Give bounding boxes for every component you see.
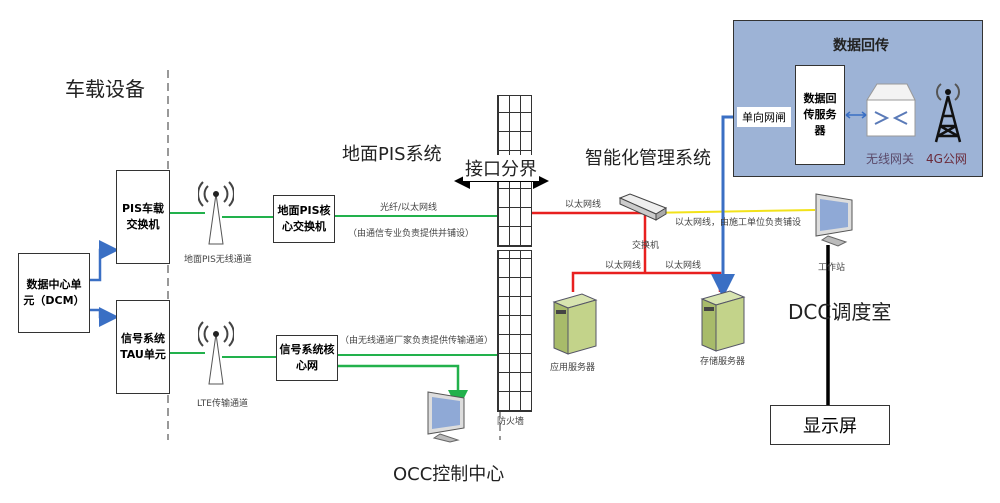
eth-label: 以太网线 xyxy=(605,261,642,271)
green-to-occ-arrow xyxy=(336,364,468,410)
interface-arrow xyxy=(454,173,549,189)
monitor-icon xyxy=(427,391,465,443)
eth-yellow-label: 以太网线，由施工单位负责铺设 xyxy=(675,218,802,228)
app-server-label: 应用服务器 xyxy=(550,363,596,373)
dcc-label: DCC调度室 xyxy=(788,300,892,324)
fiber-note: （由通信专业负责提供并铺设） xyxy=(348,229,475,239)
workstation-label: 工作站 xyxy=(818,263,846,273)
switch-label: 交换机 xyxy=(632,241,660,251)
lte-label: LTE传输通道 xyxy=(197,399,248,409)
backhaul-panel xyxy=(733,20,983,177)
intelligent-mgmt-label: 智能化管理系统 xyxy=(585,148,711,169)
yellow-link xyxy=(644,209,816,214)
antenna-icon xyxy=(198,321,234,385)
interface-label: 接口分界 xyxy=(463,155,539,181)
dcm-to-pis-arrow xyxy=(90,240,119,282)
occ-label: OCC控制中心 xyxy=(393,464,505,485)
tower-icon xyxy=(934,83,962,143)
public-4g-label: 4G公网 xyxy=(926,152,967,166)
gateway-label: 无线网关 xyxy=(866,152,915,166)
ground-pis-label: 地面PIS系统 xyxy=(342,144,442,165)
backhaul-title: 数据回传 xyxy=(833,38,889,54)
dcm-to-tau-arrow xyxy=(90,307,119,327)
storage-server-label: 存储服务器 xyxy=(700,357,746,367)
server-icon xyxy=(700,290,746,352)
eth-label: 以太网线 xyxy=(665,261,702,271)
eth-label: 以太网线 xyxy=(565,200,602,210)
vehicle-equipment-label: 车载设备 xyxy=(65,77,145,101)
pis-wireless-label: 地面PIS无线通道 xyxy=(184,255,252,265)
display-screen: 显示屏 xyxy=(770,405,890,445)
fiber-label: 光纤/以太网线 xyxy=(380,203,438,213)
pis-core-switch: 地面PIS核心交换机 xyxy=(273,195,335,243)
firewall-icon xyxy=(497,250,532,412)
server-icon xyxy=(552,293,598,355)
workstation-icon xyxy=(815,193,853,247)
bidirectional-arrow xyxy=(845,111,867,119)
tau-unit: 信号系统TAU单元 xyxy=(116,300,170,394)
pis-vehicle-switch: PIS车载交换机 xyxy=(116,170,170,264)
dcm-box: 数据中心单元（DCM） xyxy=(18,253,90,333)
backhaul-server: 数据回传服务器 xyxy=(795,65,845,165)
antenna-icon xyxy=(198,181,234,245)
blue-backhaul-link xyxy=(721,115,735,290)
wireless-note: （由无线通道厂家负责提供传输通道） xyxy=(340,336,494,346)
switch-icon xyxy=(618,193,668,221)
firewall-label: 防火墙 xyxy=(497,417,525,427)
signal-core-network: 信号系统核心网 xyxy=(276,335,338,381)
gatekeeper-box: 单向网闸 xyxy=(737,107,791,127)
gateway-icon xyxy=(866,83,916,137)
